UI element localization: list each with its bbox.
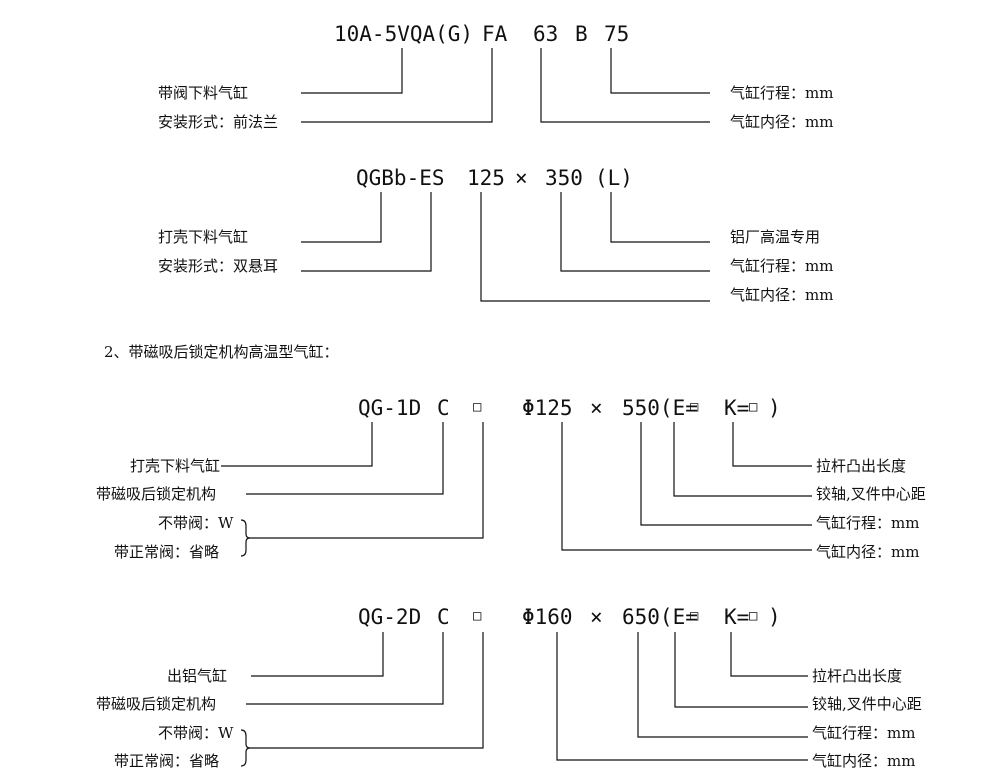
label-no-valve: 不带阀：W bbox=[158, 724, 234, 742]
label-high-temp: 铝厂高温专用 bbox=[730, 228, 821, 246]
label-normal-valve: 带正常阀：省略 bbox=[114, 752, 220, 770]
label-magnetic-lock: 带磁吸后锁定机构 bbox=[96, 695, 217, 713]
brace-icon bbox=[240, 729, 251, 767]
leader-line bbox=[673, 422, 812, 497]
code-bore: 125 bbox=[467, 166, 505, 190]
label-stroke: 气缸行程：mm bbox=[730, 84, 834, 102]
code-valve-box: □ bbox=[473, 399, 482, 415]
leader-line bbox=[301, 48, 493, 123]
code-k: K= bbox=[724, 605, 750, 629]
leader-line bbox=[251, 632, 384, 677]
label-crust-cylinder: 打壳下料气缸 bbox=[130, 457, 221, 475]
code-bore: Φ160 bbox=[522, 605, 573, 629]
label-stroke: 气缸行程：mm bbox=[816, 514, 920, 532]
label-pivot-distance: 铰轴,叉件中心距 bbox=[812, 695, 922, 713]
brace-icon bbox=[240, 519, 251, 557]
label-tapping-cylinder: 出铝气缸 bbox=[167, 667, 228, 685]
code-model: 10A-5VQA(G) bbox=[334, 22, 474, 46]
code-model: QG-2D bbox=[358, 605, 422, 629]
code-lock: C bbox=[437, 605, 450, 629]
code-model: QG-1D bbox=[358, 396, 422, 420]
code-option: (L) bbox=[595, 166, 633, 190]
code-times: × bbox=[590, 396, 603, 420]
code-close: ) bbox=[768, 605, 781, 629]
leader-line bbox=[540, 48, 710, 123]
leader-line bbox=[250, 632, 484, 749]
leader-line bbox=[561, 422, 812, 551]
code-times: × bbox=[590, 605, 603, 629]
code-stroke: 75 bbox=[604, 22, 630, 46]
label-mount-type: 安装形式：双悬耳 bbox=[158, 257, 279, 275]
code-stroke-e: 550(E= bbox=[622, 396, 698, 420]
label-crust-cylinder: 打壳下料气缸 bbox=[158, 228, 249, 246]
code-stroke: 350 bbox=[545, 166, 583, 190]
leader-line bbox=[637, 632, 808, 738]
leader-line bbox=[221, 422, 373, 467]
leader-line bbox=[246, 632, 444, 705]
code-lock: C bbox=[437, 396, 450, 420]
leader-line bbox=[301, 48, 403, 94]
label-bore: 气缸内径：mm bbox=[812, 752, 916, 770]
label-magnetic-lock: 带磁吸后锁定机构 bbox=[96, 485, 217, 503]
leader-line bbox=[556, 632, 808, 761]
code-times: × bbox=[515, 166, 528, 190]
code-option: B bbox=[575, 22, 588, 46]
leader-line bbox=[730, 632, 808, 677]
label-mount-type: 安装形式：前法兰 bbox=[158, 113, 279, 131]
leader-line bbox=[560, 192, 710, 272]
label-valve-cylinder: 带阀下料气缸 bbox=[158, 84, 249, 102]
code-stroke-e: 650(E= bbox=[622, 605, 698, 629]
leader-line bbox=[250, 422, 484, 539]
code-model: QGBb-ES bbox=[356, 166, 445, 190]
section-heading: 2、带磁吸后锁定机构高温型气缸： bbox=[104, 343, 339, 361]
label-pivot-distance: 铰轴,叉件中心距 bbox=[816, 485, 926, 503]
code-mount: FA bbox=[482, 22, 508, 46]
code-e-box: □ bbox=[690, 399, 699, 415]
label-rod-extension: 拉杆凸出长度 bbox=[812, 667, 903, 685]
label-no-valve: 不带阀：W bbox=[158, 514, 234, 532]
code-k: K= bbox=[724, 396, 750, 420]
code-close: ) bbox=[768, 396, 781, 420]
code-k-box: □ bbox=[749, 399, 758, 415]
label-normal-valve: 带正常阀：省略 bbox=[114, 543, 220, 561]
code-k-box: □ bbox=[749, 608, 758, 624]
leader-line bbox=[610, 48, 710, 94]
leader-line bbox=[480, 192, 710, 302]
leader-line bbox=[640, 422, 812, 526]
leader-line bbox=[674, 632, 808, 708]
label-stroke: 气缸行程：mm bbox=[812, 724, 916, 742]
label-bore: 气缸内径：mm bbox=[730, 286, 834, 304]
label-stroke: 气缸行程：mm bbox=[730, 257, 834, 275]
code-e-box: □ bbox=[690, 608, 699, 624]
leader-line bbox=[610, 192, 710, 243]
leader-line bbox=[301, 192, 382, 243]
label-bore: 气缸内径：mm bbox=[730, 113, 834, 131]
label-bore: 气缸内径：mm bbox=[816, 543, 920, 561]
leader-line bbox=[732, 422, 812, 467]
label-rod-extension: 拉杆凸出长度 bbox=[816, 457, 907, 475]
code-bore: Φ125 bbox=[522, 396, 573, 420]
code-bore: 63 bbox=[533, 22, 559, 46]
leader-line bbox=[301, 192, 432, 272]
code-valve-box: □ bbox=[473, 608, 482, 624]
leader-line bbox=[246, 422, 444, 495]
